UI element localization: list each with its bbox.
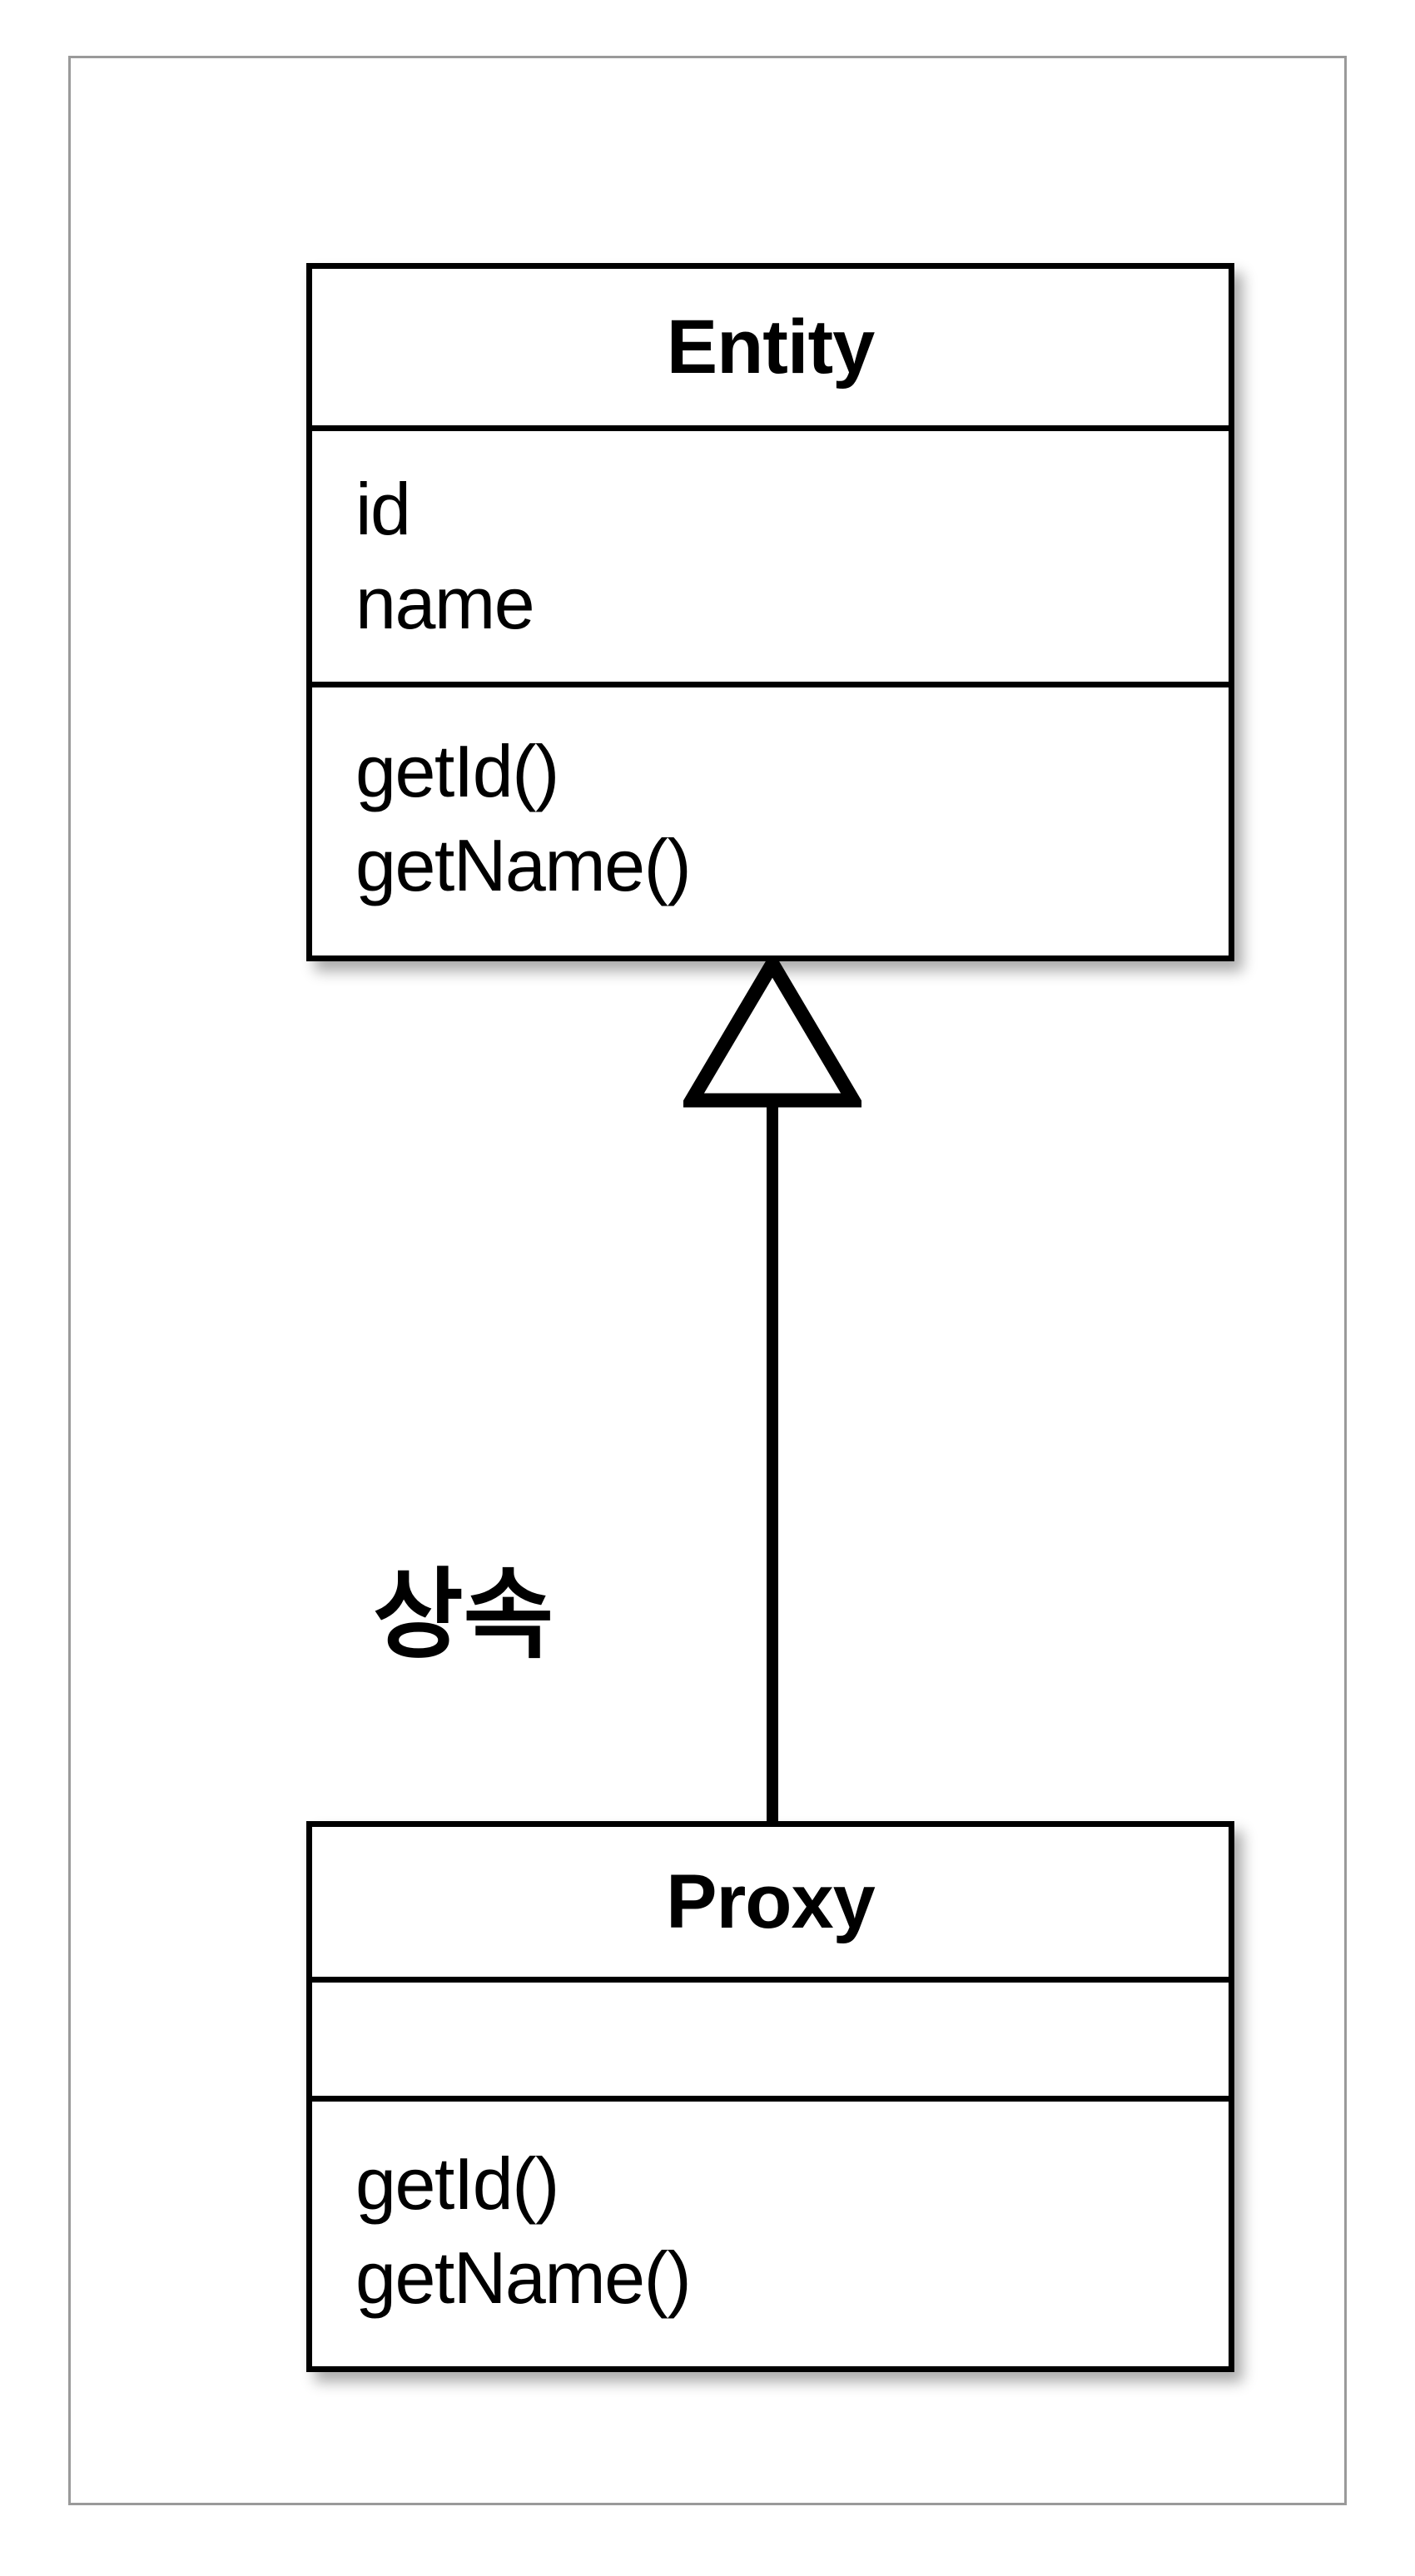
generalization-connector-line	[767, 1094, 778, 1824]
entity-operation-get-name: getName()	[355, 824, 692, 906]
uml-class-entity[interactable]: Entity id name getId() getName()	[306, 263, 1234, 961]
proxy-operation-get-id: getId()	[355, 2142, 559, 2225]
entity-attributes-compartment: id name	[312, 425, 1229, 682]
hollow-triangle-icon	[683, 955, 861, 1108]
entity-name-compartment: Entity	[312, 269, 1229, 425]
proxy-operation-get-name: getName()	[355, 2236, 692, 2319]
entity-attribute-name: name	[355, 561, 535, 644]
entity-operation-get-id: getId()	[355, 730, 559, 813]
proxy-name-compartment: Proxy	[312, 1827, 1229, 1977]
proxy-operations-compartment: getId() getName()	[312, 2096, 1229, 2360]
proxy-attributes-compartment	[312, 1977, 1229, 2096]
entity-attribute-id: id	[355, 467, 411, 550]
proxy-class-name: Proxy	[666, 1859, 876, 1944]
relationship-label-inheritance: 상속	[373, 1561, 554, 1670]
uml-class-proxy[interactable]: Proxy getId() getName()	[306, 1821, 1234, 2372]
generalization-arrowhead-icon	[683, 955, 861, 1109]
entity-class-name: Entity	[666, 305, 876, 390]
diagram-frame: Entity id name getId() getName() 상속 Pr	[68, 56, 1347, 2505]
entity-operations-compartment: getId() getName()	[312, 682, 1229, 950]
